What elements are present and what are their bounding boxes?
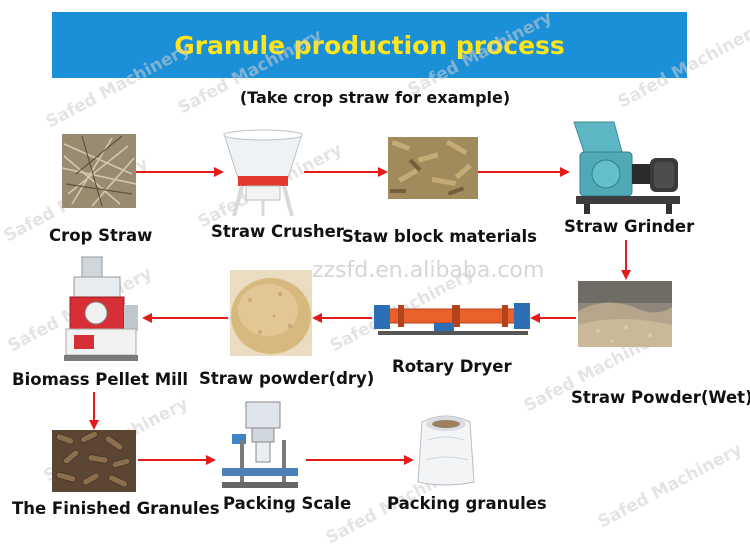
step-label-straw-block: Staw block materials <box>342 227 538 246</box>
pellet-mill-image <box>60 255 140 363</box>
finished-granules-image <box>52 430 136 492</box>
step-label-crop-straw: Crop Straw <box>49 226 153 245</box>
step-label-packing-scale: Packing Scale <box>223 494 352 513</box>
step-label-packing-granules: Packing granules <box>387 494 547 513</box>
step-label-straw-powder-wet: Straw Powder(Wet) <box>571 388 750 407</box>
straw-powder-dry-image <box>230 270 312 356</box>
step-label-straw-powder-dry: Straw powder(dry) <box>199 369 375 388</box>
rotary-dryer-image <box>374 295 530 339</box>
step-label-pellet-mill: Biomass Pellet Mill <box>12 370 189 389</box>
watermark-url: zzsfd.en.alibaba.com <box>312 258 545 283</box>
step-label-finished-granules: The Finished Granules <box>12 499 220 518</box>
straw-block-image <box>388 137 478 199</box>
page-title: Granule production process <box>174 30 565 60</box>
step-label-rotary-dryer: Rotary Dryer <box>392 357 512 376</box>
title-banner: Granule production process <box>52 12 687 78</box>
straw-powder-wet-image <box>578 281 672 347</box>
packing-scale-image <box>216 400 302 492</box>
step-label-straw-grinder: Straw Grinder <box>564 217 695 236</box>
straw-crusher-image <box>222 128 304 218</box>
subtitle: (Take crop straw for example) <box>239 88 511 107</box>
flow-arrows <box>89 167 631 465</box>
packing-granules-image <box>416 410 476 488</box>
straw-grinder-image <box>570 118 684 216</box>
step-label-straw-crusher: Straw Crusher <box>211 222 344 241</box>
crop-straw-image <box>62 134 136 208</box>
